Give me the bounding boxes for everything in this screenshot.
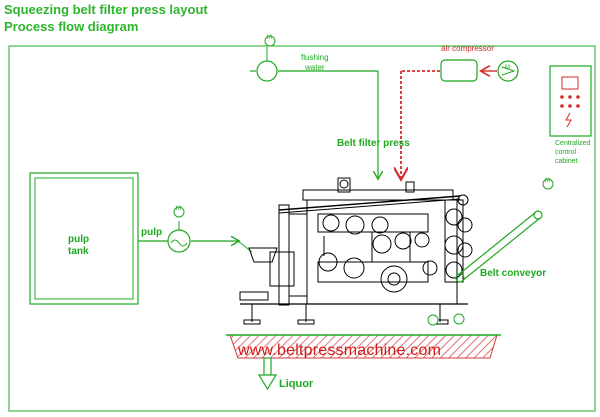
flushing-water-label: flushing water bbox=[301, 53, 329, 73]
pulp-tank-label: pulp tank bbox=[68, 234, 89, 258]
belt-conveyor-label: Belt conveyor bbox=[480, 268, 547, 279]
flushing-water-label-line2: water bbox=[305, 63, 325, 72]
motor-letter-flushing: M bbox=[267, 35, 272, 41]
motor-letter-pulp: M bbox=[176, 206, 181, 212]
filtrate-tray bbox=[226, 334, 501, 359]
belt-filter-press-machine bbox=[239, 177, 473, 325]
diagram-subtitle: Process flow diagram bbox=[4, 19, 139, 34]
pulp-tank bbox=[29, 172, 139, 305]
control-cabinet-label-line2: control bbox=[555, 149, 577, 156]
diagram-title: Squeezing belt filter press layout bbox=[4, 2, 208, 17]
control-cabinet-label-line3: cabinet bbox=[555, 158, 578, 165]
air-compressor-tank bbox=[440, 59, 478, 82]
motor-letter-compressor: M bbox=[505, 65, 510, 71]
motor-symbols bbox=[427, 178, 554, 326]
flushing-pump-icon bbox=[256, 35, 278, 82]
pulp-pump-icon bbox=[167, 206, 191, 253]
website-watermark: www.beltpressmachine.com bbox=[238, 342, 442, 359]
liquor-outlet-arrow bbox=[257, 357, 278, 391]
pulp-tank-label-line1: pulp bbox=[68, 234, 90, 245]
belt-filter-press-label: Belt filter press bbox=[337, 138, 410, 149]
outer-frame bbox=[8, 45, 596, 412]
control-cabinet bbox=[549, 65, 592, 137]
pulp-line bbox=[138, 241, 253, 253]
flushing-water-label-line1: flushing bbox=[301, 53, 329, 62]
liquor-label: Liquor bbox=[279, 378, 314, 390]
pulp-tank-label-line2: tank bbox=[68, 246, 89, 257]
control-cabinet-label: Centralized control cabinet bbox=[555, 139, 590, 166]
control-cabinet-label-line1: Centralized bbox=[555, 140, 591, 147]
air-compressor-label: air compressor bbox=[441, 44, 494, 53]
pulp-line-label: pulp bbox=[141, 227, 163, 238]
flushing-water-line bbox=[250, 70, 378, 178]
motor-letter-conveyor: M bbox=[545, 178, 550, 184]
air-line bbox=[401, 71, 497, 178]
air-compressor-motor-icon bbox=[497, 60, 519, 82]
belt-conveyor bbox=[455, 210, 543, 283]
